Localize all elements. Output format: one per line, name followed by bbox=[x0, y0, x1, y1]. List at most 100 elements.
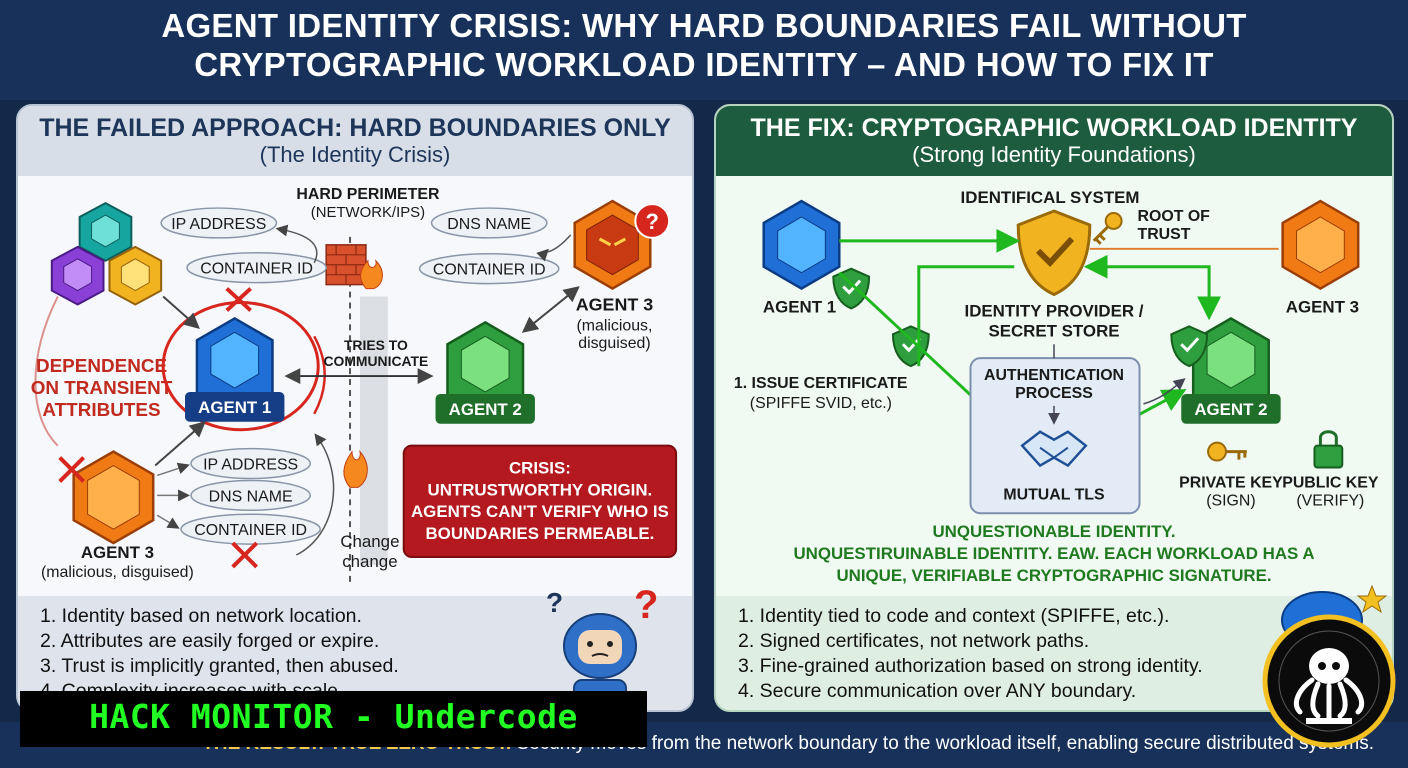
key-icon bbox=[1207, 441, 1247, 462]
public-key-sub: (VERIFY) bbox=[1296, 492, 1364, 509]
agent-3-label: AGENT 3 bbox=[81, 543, 154, 562]
attribute-pill: DNS NAME bbox=[430, 207, 548, 239]
point-item: 1. Identity tied to code and context (SP… bbox=[738, 605, 1170, 627]
handshake-icon bbox=[1020, 430, 1088, 468]
crisis-line: CRISIS: bbox=[509, 458, 571, 477]
agent-3-sub: disguised) bbox=[578, 335, 650, 352]
point-item: 3. Trust is implicitly granted, then abu… bbox=[40, 655, 399, 677]
fix-heading: THE FIX: CRYPTOGRAPHIC WORKLOAD IDENTITY bbox=[750, 114, 1358, 142]
fix-subheading: (Strong Identity Foundations) bbox=[912, 142, 1196, 167]
attr-container-id: CONTAINER ID bbox=[433, 262, 546, 279]
octopus-logo-icon bbox=[1262, 614, 1396, 748]
agent-1-ring bbox=[161, 301, 320, 432]
point-item: 2. Signed certificates, not network path… bbox=[738, 630, 1090, 652]
root-label: ROOT OF bbox=[1138, 208, 1211, 225]
fire-icon bbox=[343, 449, 368, 488]
attribute-pill: CONTAINER ID bbox=[418, 253, 560, 285]
perimeter-title: HARD PERIMETER bbox=[296, 186, 440, 203]
point-item: 4. Secure communication over ANY boundar… bbox=[738, 680, 1137, 702]
failed-approach-subheading: (The Identity Crisis) bbox=[259, 142, 451, 167]
lock-icon bbox=[1313, 430, 1344, 469]
failed-approach-diagram: HARD PERIMETER (NETWORK/IPS) bbox=[18, 176, 692, 598]
failed-approach-heading: THE FAILED APPROACH: HARD BOUNDARIES ONL… bbox=[39, 114, 671, 142]
statement-line: UNQUESTIRUINABLE IDENTITY. EAW. EACH WOR… bbox=[793, 544, 1314, 563]
page-title: AGENT IDENTITY CRISIS: WHY HARD BOUNDARI… bbox=[0, 6, 1408, 84]
star-icon bbox=[1356, 584, 1388, 614]
x-mark-icon bbox=[225, 287, 252, 312]
dependence-line: ON TRANSIENT bbox=[31, 378, 173, 399]
failed-approach-header: THE FAILED APPROACH: HARD BOUNDARIES ONL… bbox=[18, 106, 692, 176]
tries-label: TRIES TO bbox=[344, 337, 408, 353]
dependence-line: DEPENDENCE bbox=[36, 356, 167, 377]
attr-container-id: CONTAINER ID bbox=[200, 261, 313, 278]
agent-2-label: AGENT 2 bbox=[449, 400, 522, 419]
svg-text:?: ? bbox=[634, 584, 658, 627]
change-label: change bbox=[342, 552, 397, 571]
watermark-text: HACK MONITOR - Undercode bbox=[89, 697, 578, 736]
result-body: Security moves from the network boundary… bbox=[511, 733, 1374, 754]
title-line-1: AGENT IDENTITY CRISIS: WHY HARD BOUNDARI… bbox=[161, 7, 1247, 44]
agent-2: AGENT 2 bbox=[1170, 316, 1281, 424]
mtls-label: MUTUAL TLS bbox=[1003, 486, 1104, 503]
agent-3-label: AGENT 3 bbox=[576, 294, 654, 314]
crisis-line: AGENTS CAN'T VERIFY WHO IS bbox=[411, 502, 669, 521]
question-icon bbox=[634, 203, 671, 239]
provider-label: SECRET STORE bbox=[988, 321, 1119, 340]
x-mark-icon bbox=[58, 456, 86, 483]
private-key-sub: (SIGN) bbox=[1206, 492, 1255, 509]
dependence-line: ATTRIBUTES bbox=[42, 400, 160, 421]
point-item: 2. Attributes are easily forged or expir… bbox=[40, 630, 380, 652]
auth-label: PROCESS bbox=[1015, 385, 1093, 402]
failed-approach-panel: THE FAILED APPROACH: HARD BOUNDARIES ONL… bbox=[16, 104, 694, 712]
svg-text:?: ? bbox=[546, 587, 563, 618]
root-label: TRUST bbox=[1138, 226, 1191, 243]
fix-header: THE FIX: CRYPTOGRAPHIC WORKLOAD IDENTITY… bbox=[716, 106, 1392, 176]
public-key-label: PUBLIC KEY bbox=[1282, 474, 1379, 491]
root-of-trust: ROOT OF TRUST bbox=[1092, 208, 1211, 245]
agent-3-sub: (malicious, bbox=[576, 317, 652, 334]
perimeter-gap bbox=[359, 296, 388, 565]
fix-diagram: IDENTIFICAL SYSTEM ROOT OF TRUST IDENTIT… bbox=[716, 176, 1392, 598]
crisis-line: BOUNDARIES PERMEABLE. bbox=[426, 524, 655, 543]
title-banner: AGENT IDENTITY CRISIS: WHY HARD BOUNDARI… bbox=[0, 0, 1408, 100]
statement-line: UNQUESTIONABLE IDENTITY. bbox=[932, 522, 1175, 541]
agent-3-label: AGENT 3 bbox=[1286, 297, 1359, 316]
point-item: 1. Identity based on network location. bbox=[40, 605, 362, 627]
crisis-line: UNTRUSTWORTHY ORIGIN. bbox=[428, 480, 653, 499]
attr-ip-address: IP ADDRESS bbox=[171, 216, 266, 233]
auth-label: AUTHENTICATION bbox=[984, 367, 1124, 384]
agent-3-bottom: AGENT 3 (malicious, disguised) bbox=[41, 450, 194, 581]
agent-1-label: AGENT 1 bbox=[763, 297, 836, 316]
change-label: Change bbox=[340, 532, 399, 551]
private-key-label: PRIVATE KEY bbox=[1179, 474, 1283, 491]
crisis-box: CRISIS: UNTRUSTWORTHY ORIGIN. AGENTS CAN… bbox=[402, 444, 678, 558]
fix-panel: THE FIX: CRYPTOGRAPHIC WORKLOAD IDENTITY… bbox=[714, 104, 1394, 712]
agent-3-top: ? AGENT 3 (malicious, disguised) bbox=[573, 199, 671, 352]
agent-3: AGENT 3 bbox=[1281, 199, 1360, 316]
fix-svg: IDENTIFICAL SYSTEM ROOT OF TRUST IDENTIT… bbox=[734, 188, 1379, 585]
agent-1-label: AGENT 1 bbox=[198, 398, 271, 417]
attribute-pill: CONTAINER ID bbox=[180, 513, 321, 545]
agent-cluster bbox=[50, 201, 163, 306]
point-item: 3. Fine-grained authorization based on s… bbox=[738, 655, 1203, 677]
agent-2: AGENT 2 bbox=[435, 320, 535, 424]
system-label: IDENTIFICAL SYSTEM bbox=[961, 188, 1140, 207]
agent-2-label: AGENT 2 bbox=[1194, 400, 1267, 419]
attribute-pill: IP ADDRESS bbox=[190, 447, 312, 480]
shield-check-icon bbox=[1016, 209, 1092, 297]
failed-approach-svg: HARD PERIMETER (NETWORK/IPS) bbox=[31, 186, 678, 585]
attribute-pill: DNS NAME bbox=[190, 479, 312, 512]
watermark-banner: HACK MONITOR - Undercode bbox=[20, 691, 647, 747]
title-line-2: CRYPTOGRAPHIC WORKLOAD IDENTITY – AND HO… bbox=[194, 46, 1214, 83]
tries-label: COMMUNICATE bbox=[323, 353, 428, 369]
attribute-pill: CONTAINER ID bbox=[186, 252, 327, 284]
svg-text:?: ? bbox=[646, 209, 659, 234]
attr-dns-name: DNS NAME bbox=[209, 488, 293, 505]
statement-line: UNIQUE, VERIFIABLE CRYPTOGRAPHIC SIGNATU… bbox=[836, 566, 1271, 585]
agent-1: AGENT 1 bbox=[762, 199, 841, 316]
key-icon bbox=[1104, 212, 1123, 230]
attr-dns-name: DNS NAME bbox=[447, 216, 531, 233]
perimeter-subtitle: (NETWORK/IPS) bbox=[311, 205, 425, 221]
agent-3-sub: (malicious, disguised) bbox=[41, 564, 194, 581]
provider-label: IDENTITY PROVIDER / bbox=[965, 301, 1144, 320]
